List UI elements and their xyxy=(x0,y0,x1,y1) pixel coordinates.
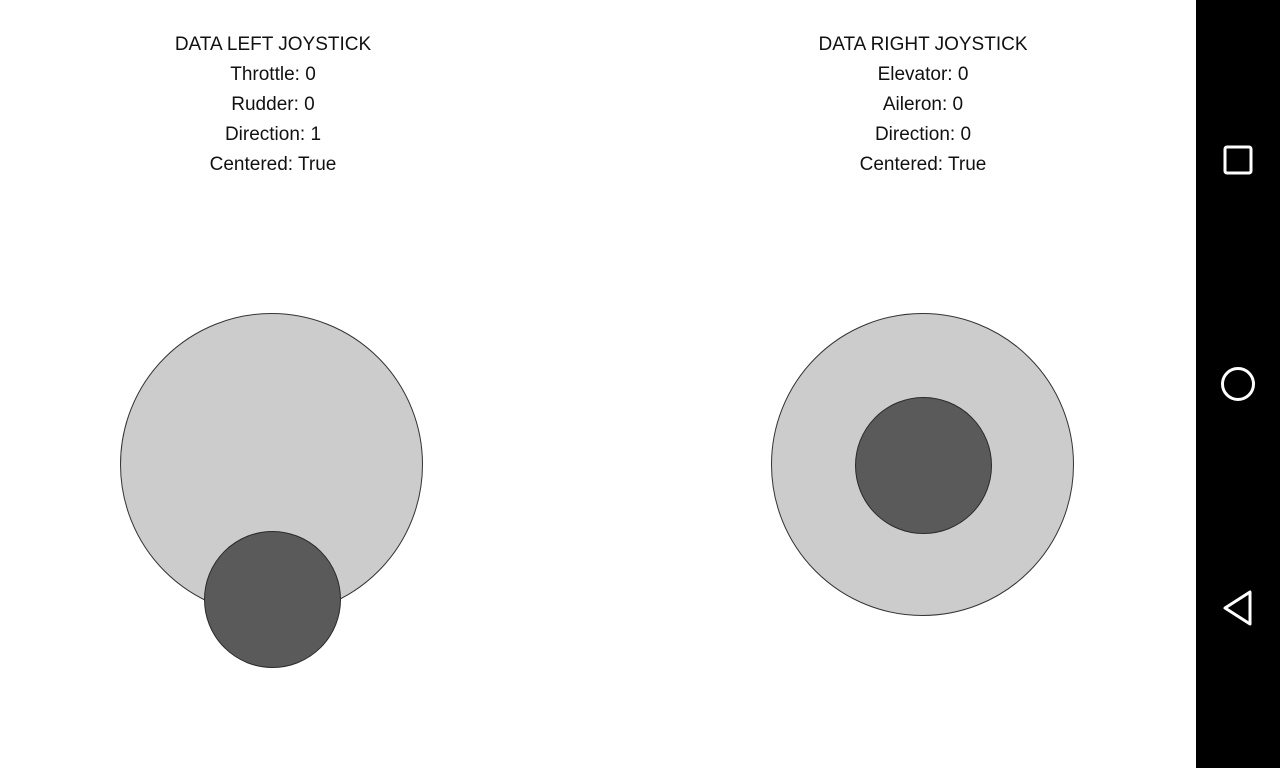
left-centered-value: Centered: True xyxy=(209,154,337,175)
right-joystick-data: DATA RIGHT JOYSTICK Elevator: 0 Aileron:… xyxy=(723,30,1123,180)
right-joystick-knob[interactable] xyxy=(855,397,992,534)
elevator-value: Elevator: 0 xyxy=(877,64,969,85)
back-icon xyxy=(1223,590,1252,626)
left-joystick-title: DATA LEFT JOYSTICK xyxy=(174,34,372,55)
recent-apps-button[interactable] xyxy=(1196,118,1280,202)
rudder-value: Rudder: 0 xyxy=(231,94,315,115)
back-button[interactable] xyxy=(1196,566,1280,650)
aileron-value: Aileron: 0 xyxy=(882,94,964,115)
joystick-app: DATA LEFT JOYSTICK Throttle: 0 Rudder: 0… xyxy=(73,30,1123,668)
home-button[interactable] xyxy=(1196,342,1280,426)
left-direction-value: Direction: 1 xyxy=(224,124,322,145)
recent-apps-icon xyxy=(1223,145,1253,175)
right-direction-value: Direction: 0 xyxy=(874,124,972,145)
throttle-value: Throttle: 0 xyxy=(230,64,316,85)
home-icon xyxy=(1221,367,1255,401)
system-navigation-bar xyxy=(1196,0,1280,768)
left-joystick-knob[interactable] xyxy=(204,531,341,668)
right-joystick-title: DATA RIGHT JOYSTICK xyxy=(818,34,1028,55)
right-centered-value: Centered: True xyxy=(859,154,987,175)
left-joystick-data: DATA LEFT JOYSTICK Throttle: 0 Rudder: 0… xyxy=(73,30,473,180)
